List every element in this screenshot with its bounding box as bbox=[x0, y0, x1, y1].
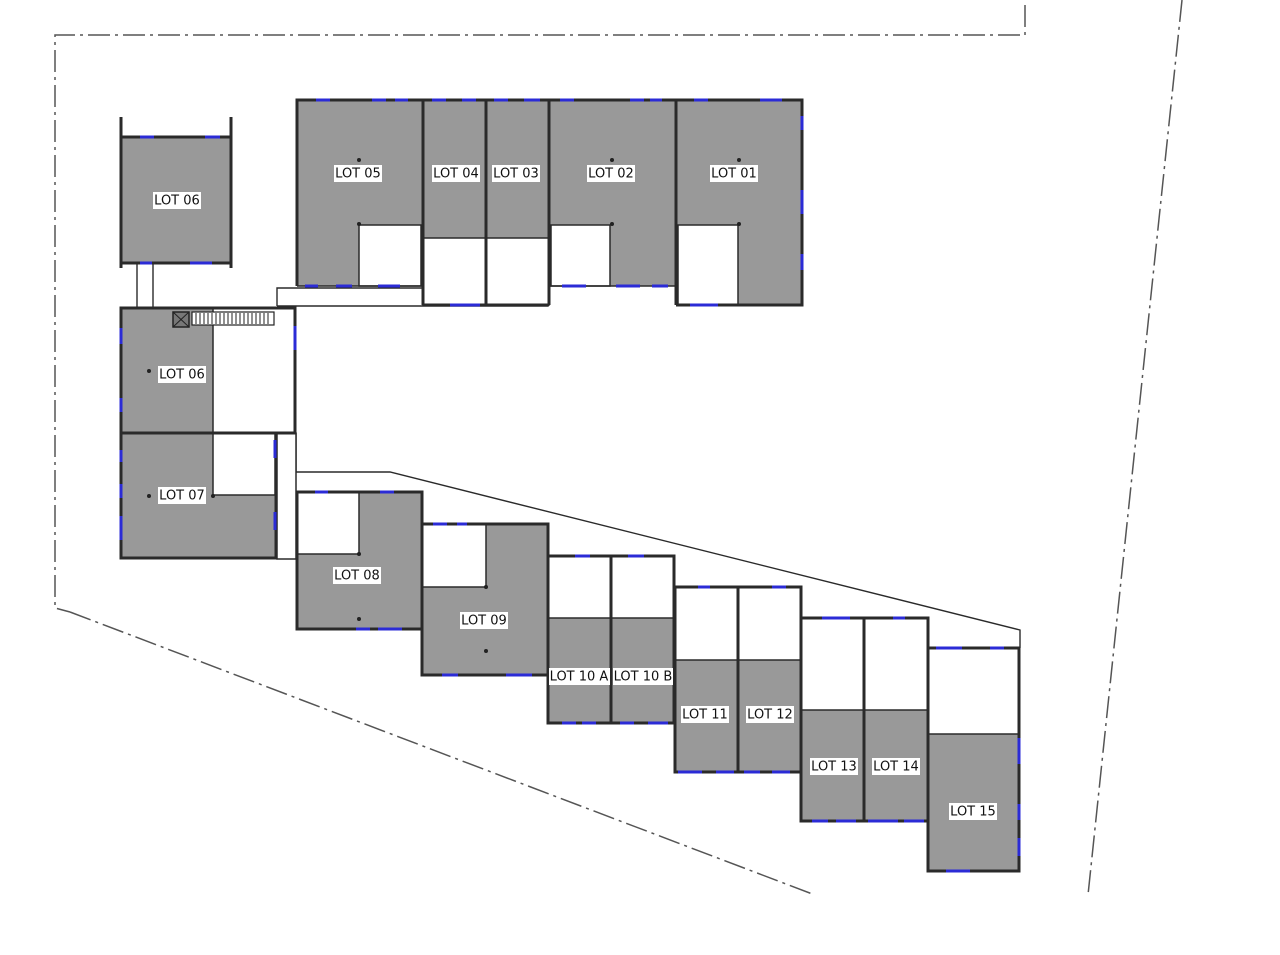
lot-04-label: LOT 04 bbox=[432, 165, 480, 182]
lot-05-label-text: LOT 05 bbox=[335, 167, 381, 182]
lot-12[interactable] bbox=[737, 586, 802, 772]
lot-04-label-text: LOT 04 bbox=[433, 167, 479, 182]
property-boundary bbox=[54, 0, 1183, 896]
lot-10b-label: LOT 10 B bbox=[613, 668, 673, 685]
reference-dots bbox=[147, 158, 741, 653]
lot-14-label-text: LOT 14 bbox=[873, 760, 919, 775]
lot-12-label: LOT 12 bbox=[746, 706, 794, 723]
lot-06-lower-label: LOT 06 bbox=[158, 366, 206, 383]
lot-05[interactable] bbox=[297, 100, 423, 287]
lot-01-label-text: LOT 01 bbox=[711, 167, 757, 182]
window-markers bbox=[119, 98, 1021, 873]
lot-13-label-text: LOT 13 bbox=[811, 760, 857, 775]
top-row-walls bbox=[295, 98, 804, 307]
lot-07-label: LOT 07 bbox=[158, 487, 206, 504]
lot-11-label-text: LOT 11 bbox=[682, 708, 728, 723]
lot-10b[interactable] bbox=[610, 555, 675, 723]
lot-10a-label: LOT 10 A bbox=[549, 668, 610, 685]
lot-11-label: LOT 11 bbox=[681, 706, 729, 723]
lot-02-label-text: LOT 02 bbox=[588, 167, 634, 182]
lot-07-label-text: LOT 07 bbox=[159, 489, 205, 504]
lot-14[interactable] bbox=[863, 617, 929, 821]
lot-02[interactable] bbox=[549, 100, 676, 287]
lot-09-label-text: LOT 09 bbox=[461, 614, 507, 629]
lot-07[interactable] bbox=[121, 432, 276, 558]
lot-15-label-text: LOT 15 bbox=[950, 805, 996, 820]
lot-06-lower-label-text: LOT 06 bbox=[159, 368, 205, 383]
lot-03[interactable] bbox=[485, 100, 550, 306]
lot-10a-label-text: LOT 10 A bbox=[550, 670, 609, 685]
lot-03-label: LOT 03 bbox=[492, 165, 540, 182]
lot-02-label: LOT 02 bbox=[587, 165, 635, 182]
lot-08-label: LOT 08 bbox=[333, 567, 381, 584]
lot-15[interactable] bbox=[926, 646, 1021, 873]
lot-10a[interactable] bbox=[547, 555, 612, 723]
lot-13[interactable] bbox=[800, 617, 865, 821]
lot-01-label: LOT 01 bbox=[710, 165, 758, 182]
lot-08[interactable] bbox=[295, 490, 424, 631]
lot-11[interactable] bbox=[674, 586, 739, 772]
lot-06-upper-label-text: LOT 06 bbox=[154, 194, 200, 209]
lot-03-label-text: LOT 03 bbox=[493, 167, 539, 182]
lot-01[interactable] bbox=[676, 100, 802, 306]
stair bbox=[172, 311, 275, 328]
lot-08-label-text: LOT 08 bbox=[334, 569, 380, 584]
lot-10b-label-text: LOT 10 B bbox=[614, 670, 673, 685]
lot-06-upper-label: LOT 06 bbox=[153, 192, 201, 209]
lot-14-label: LOT 14 bbox=[872, 758, 920, 775]
lot-09-label: LOT 09 bbox=[460, 612, 508, 629]
lot-15-label: LOT 15 bbox=[949, 803, 997, 820]
lot-12-label-text: LOT 12 bbox=[747, 708, 793, 723]
lot-05-label: LOT 05 bbox=[334, 165, 382, 182]
lot-13-label: LOT 13 bbox=[810, 758, 858, 775]
lot-04[interactable] bbox=[422, 100, 487, 306]
